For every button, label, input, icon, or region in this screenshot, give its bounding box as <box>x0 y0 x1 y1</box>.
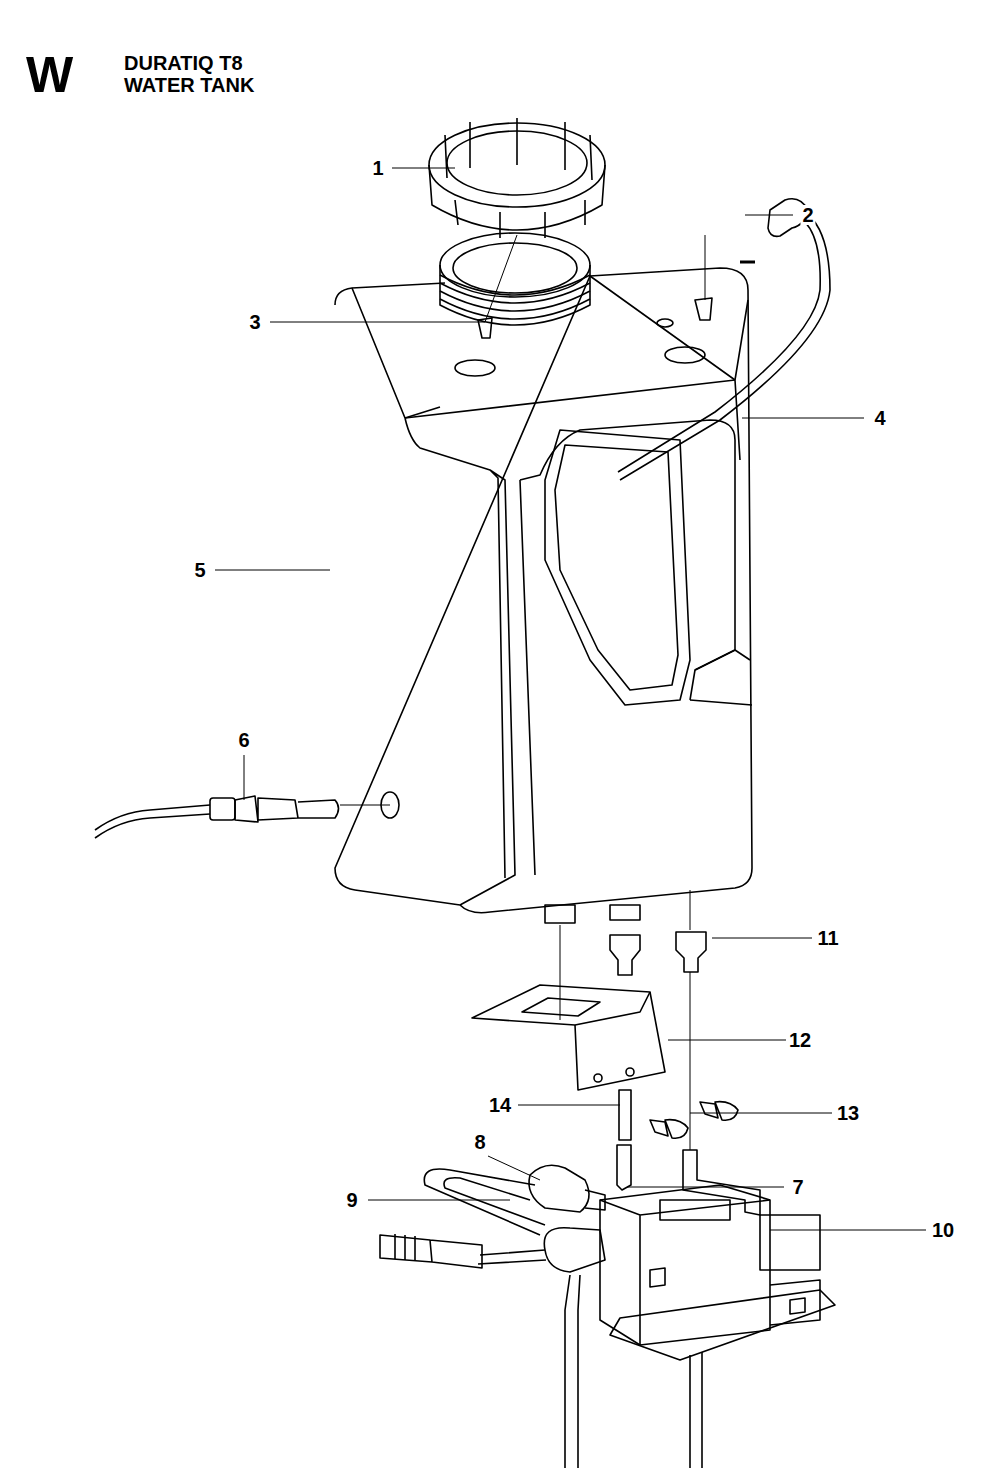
callout-number: 14 <box>487 1095 513 1115</box>
callout-number: 12 <box>787 1030 813 1050</box>
callout-number: 9 <box>344 1190 359 1210</box>
callout-number: 13 <box>835 1103 861 1123</box>
callout-number: 8 <box>472 1132 487 1152</box>
section-letter: W <box>26 50 73 100</box>
callout-number: 11 <box>815 928 840 948</box>
callout-number: 1 <box>370 158 385 178</box>
callout-number: 3 <box>247 312 262 332</box>
callout-number: 5 <box>192 560 207 580</box>
callout-number: 4 <box>872 408 887 428</box>
callout-number: 10 <box>930 1220 956 1240</box>
diagram-title: DURATIQ T8 WATER TANK <box>124 52 274 96</box>
callout-number: 7 <box>790 1177 805 1197</box>
callout-number: 6 <box>236 730 251 750</box>
callout-number: 2 <box>800 205 815 225</box>
